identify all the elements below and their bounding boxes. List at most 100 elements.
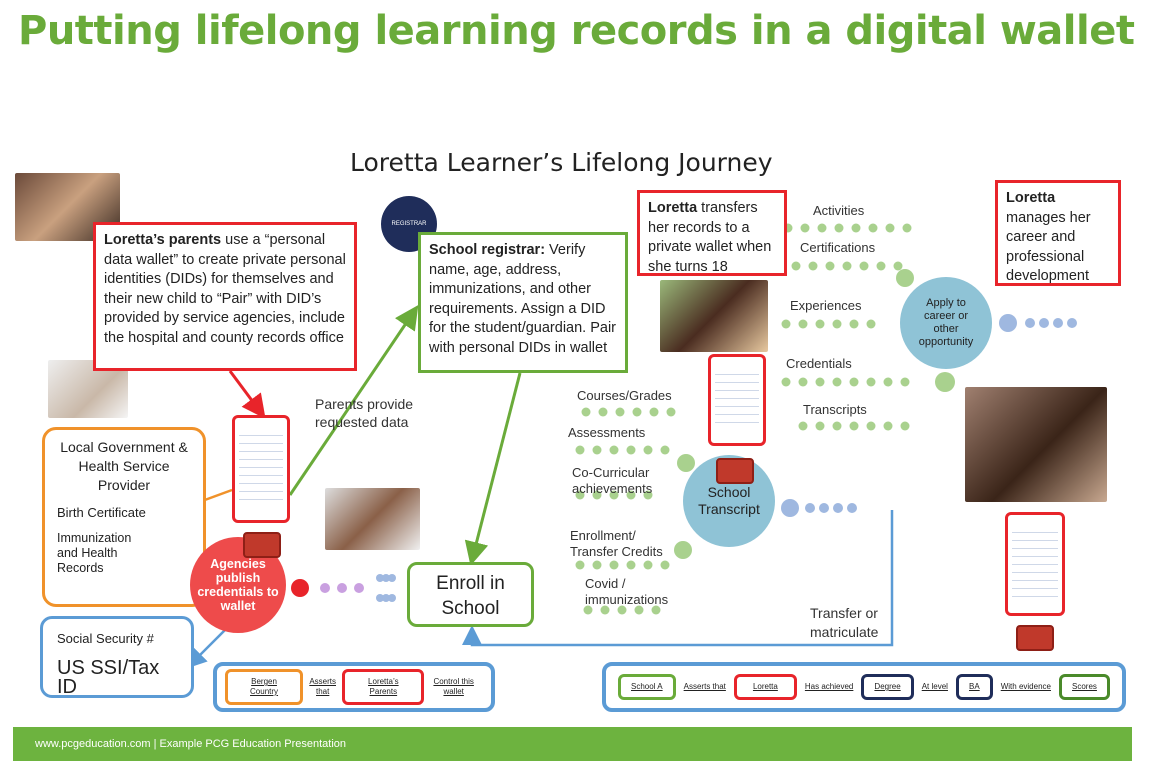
page-title: Putting lifelong learning records in a d… — [18, 8, 1135, 54]
dot — [819, 503, 829, 513]
toddler-photo — [325, 488, 420, 550]
dot — [893, 261, 903, 271]
registrar-bold: School registrar: — [429, 242, 546, 258]
dot — [575, 560, 585, 570]
wallet-icon — [243, 532, 281, 558]
dot — [834, 223, 844, 233]
dot — [615, 407, 625, 417]
dot — [791, 261, 801, 271]
arrow — [288, 305, 419, 496]
dot — [592, 445, 602, 455]
legend-ba: BA — [956, 674, 993, 700]
legend-control: Control this wallet — [433, 677, 474, 696]
dot — [626, 490, 636, 500]
dot — [388, 594, 396, 602]
dot — [626, 560, 636, 570]
immunization-records: Immunization and Health Records — [57, 530, 132, 575]
arrow — [462, 510, 894, 647]
parents-box: Loretta’s parents use a “personal data w… — [93, 222, 357, 371]
dot — [617, 605, 627, 615]
dot — [609, 560, 619, 570]
arrow — [228, 370, 266, 419]
legend-asserts: Asserts that — [309, 677, 336, 696]
dot — [337, 583, 347, 593]
enroll-box[interactable]: Enroll in School — [407, 562, 534, 627]
dot — [900, 377, 910, 387]
legend-loretta: Loretta — [733, 674, 797, 700]
dot — [781, 377, 791, 387]
dot — [883, 377, 893, 387]
dot — [883, 421, 893, 431]
dot — [660, 445, 670, 455]
dot — [382, 594, 390, 602]
ssi-value: US SSI/Tax ID — [57, 656, 160, 698]
dot — [598, 407, 608, 417]
phone-wallet-1 — [232, 415, 290, 523]
covid-label: Covid / immunizations — [585, 576, 669, 607]
legend-degree: Degree — [861, 674, 914, 700]
dot — [902, 223, 912, 233]
dot — [847, 503, 857, 513]
local-gov-box: Local Government & Health Service Provid… — [42, 427, 206, 607]
dot — [800, 223, 810, 233]
dot — [575, 445, 585, 455]
dot — [833, 503, 843, 513]
agencies-circle: Agencies publish credentials to wallet — [190, 537, 286, 633]
legend-bergen: Bergen Country — [225, 669, 304, 705]
transcripts-label: Transcripts — [803, 402, 867, 417]
transfer-label: Transfer or matriculate — [810, 605, 879, 640]
courses-label: Courses/Grades — [577, 388, 672, 403]
dot — [626, 445, 636, 455]
dot — [866, 377, 876, 387]
dot — [842, 261, 852, 271]
dot — [649, 407, 659, 417]
activities-label: Activities — [813, 203, 865, 218]
dot — [376, 574, 384, 582]
dot — [832, 319, 842, 329]
dot — [815, 319, 825, 329]
cocurricular-label: Co-Curricular achievements — [572, 465, 653, 496]
dot — [660, 560, 670, 570]
dot — [609, 490, 619, 500]
dot — [798, 319, 808, 329]
teen-photo — [660, 280, 768, 352]
birth-certificate: Birth Certificate — [57, 505, 146, 520]
dot — [849, 421, 859, 431]
dot — [600, 605, 610, 615]
dot — [805, 503, 815, 513]
dot — [634, 605, 644, 615]
wallet-icon — [716, 458, 754, 484]
dot — [849, 377, 859, 387]
legend-parents: Loretta’s Parents — [342, 669, 425, 705]
legend-level: At level — [921, 682, 948, 691]
dot — [354, 583, 364, 593]
dot — [575, 490, 585, 500]
parents-bold: Loretta’s parents — [104, 232, 222, 248]
dot — [677, 454, 695, 472]
dot — [935, 372, 955, 392]
dot — [859, 261, 869, 271]
dot — [868, 223, 878, 233]
dot — [832, 421, 842, 431]
phone-wallet-3 — [1005, 512, 1065, 616]
dot — [999, 314, 1017, 332]
credentials-label: Credentials — [786, 356, 852, 371]
dot — [825, 261, 835, 271]
dot — [674, 541, 692, 559]
footer-bar: www.pcgeducation.com | Example PCG Educa… — [13, 727, 1132, 761]
dot — [388, 574, 396, 582]
dot — [866, 319, 876, 329]
dot — [781, 499, 799, 517]
dot — [643, 445, 653, 455]
assessments-label: Assessments — [568, 425, 646, 440]
dot — [643, 560, 653, 570]
local-gov-title: Local Government & Health Service Provid… — [60, 439, 188, 493]
dot — [320, 583, 330, 593]
phone-wallet-2 — [708, 354, 766, 446]
arrow — [464, 372, 522, 566]
transfers-text: transfers her records to a private walle… — [648, 200, 772, 275]
dot — [815, 377, 825, 387]
dot — [817, 223, 827, 233]
dot — [609, 445, 619, 455]
parents-provide-label: Parents provide requested data — [315, 396, 414, 430]
